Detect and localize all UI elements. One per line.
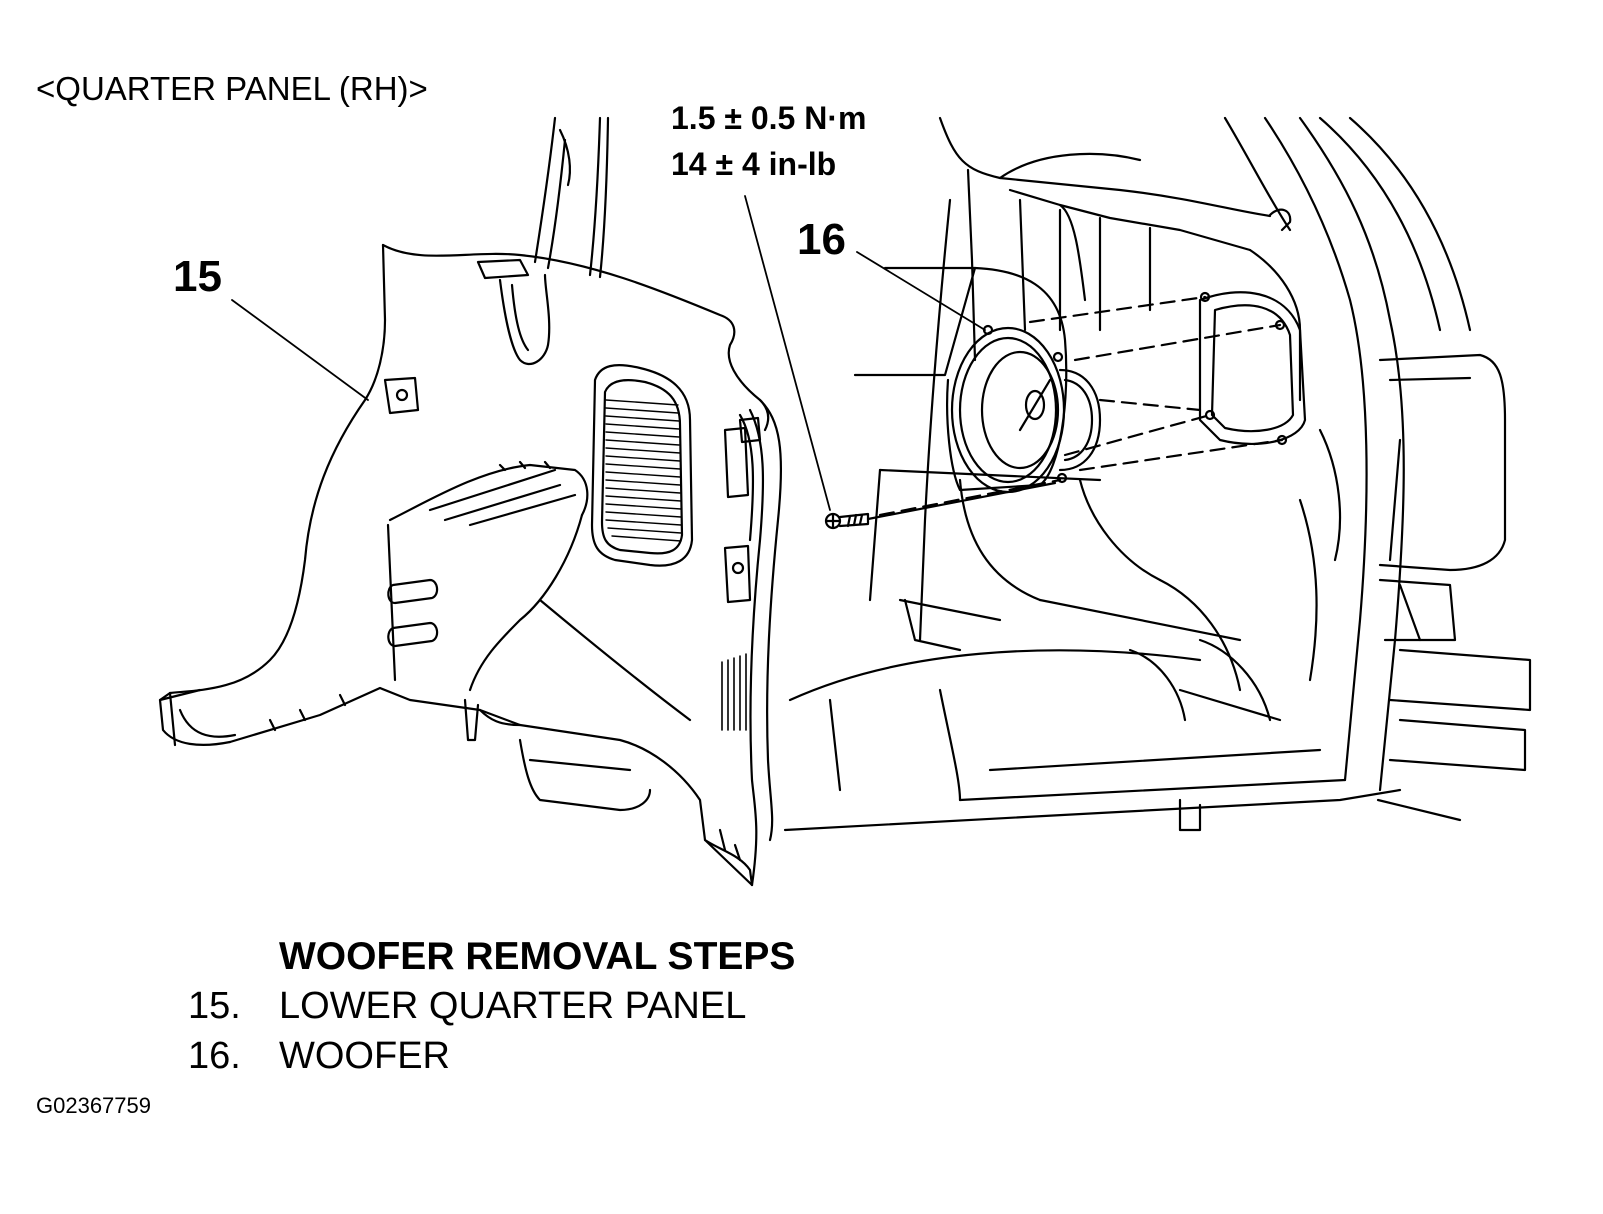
callout-woofer-number: 16	[797, 215, 846, 264]
callout-panel-number: 15	[173, 252, 222, 301]
woofer-speaker-drawing	[853, 266, 1102, 494]
view-title: <QUARTER PANEL (RH)>	[36, 70, 428, 107]
leader-lines	[231, 195, 986, 511]
screw-drawing	[824, 481, 1057, 530]
leader-line-15	[231, 299, 369, 401]
step-label: WOOFER	[279, 1035, 450, 1077]
step-number: 15.	[188, 985, 241, 1027]
figure-code: G02367759	[36, 1093, 151, 1118]
removal-steps-title: WOOFER REMOVAL STEPS	[279, 935, 796, 978]
leader-line-torque	[744, 195, 831, 511]
torque-spec-imperial: 14 ± 4 in-lb	[671, 146, 837, 182]
leader-line-16	[856, 251, 986, 331]
lower-quarter-panel-drawing	[158, 116, 783, 887]
torque-spec-metric: 1.5 ± 0.5 N·m	[671, 100, 867, 136]
vehicle-body-drawing	[783, 116, 1532, 832]
step-label: LOWER QUARTER PANEL	[279, 985, 747, 1027]
step-number: 16.	[188, 1035, 241, 1077]
